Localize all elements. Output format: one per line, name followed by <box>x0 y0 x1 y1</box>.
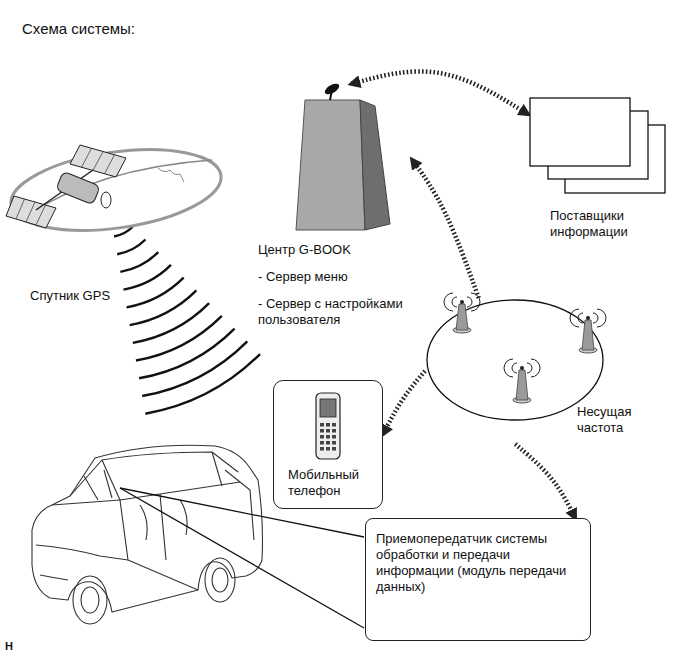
antenna-tower <box>504 359 540 403</box>
pages-icon <box>528 96 668 196</box>
wave-arc <box>139 329 234 379</box>
wave-arc <box>127 278 184 308</box>
node-text: - Сервер с настройками пользователя <box>258 296 408 328</box>
wave-arc <box>136 316 222 361</box>
car-illustration <box>32 445 263 624</box>
node-text: Мобильный телефон <box>288 467 372 499</box>
tower-icon <box>252 84 412 234</box>
node-text: Приемопередатчик системы обработки и пер… <box>376 531 582 595</box>
gps-satellite: Спутник GPS <box>8 140 238 312</box>
antenna-tower <box>444 293 480 333</box>
node-text: Несущая частота <box>577 404 639 436</box>
wave-arc <box>120 252 158 272</box>
signal-connector <box>351 71 528 114</box>
leader-line <box>120 488 364 628</box>
figure-code: H <box>5 640 13 652</box>
signal-connector <box>383 371 425 434</box>
wave-arc <box>123 265 170 290</box>
signal-connector <box>515 444 575 518</box>
wave-arc <box>130 290 197 325</box>
carrier-icon <box>425 298 640 422</box>
node-text: - Сервер меню <box>258 269 408 285</box>
info-providers: Поставщики информации <box>528 96 668 248</box>
transceiver-box: Приемопередатчик системы обработки и пер… <box>365 518 591 641</box>
wave-arc <box>117 239 145 254</box>
wave-arc <box>145 354 260 414</box>
carrier-network: Несущая частота <box>425 298 640 444</box>
service-center: Центр G-BOOK - Сервер меню - Сервер с наст… <box>252 84 412 336</box>
diagram-title: Схема системы: <box>22 20 135 37</box>
node-text: Центр G-BOOK <box>258 242 408 258</box>
phone-icon <box>274 381 384 481</box>
antenna-tower <box>570 309 606 353</box>
satellite-icon <box>8 140 238 240</box>
node-text: Поставщики информации <box>550 208 645 240</box>
wave-arc <box>142 341 247 396</box>
signal-connector <box>412 160 479 298</box>
mobile-phone-box: Мобильный телефон <box>273 380 383 509</box>
gps-waves <box>114 227 260 414</box>
node-text: Спутник GPS <box>30 288 140 304</box>
